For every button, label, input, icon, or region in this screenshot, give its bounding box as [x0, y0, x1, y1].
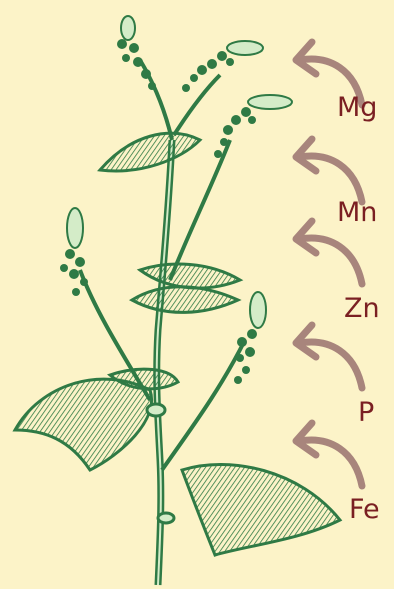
branch-top-right	[174, 75, 220, 135]
nutrient-label-mn: Mn	[337, 199, 377, 226]
arrow-icon	[296, 325, 362, 388]
branch-right-lower	[162, 340, 245, 470]
flower-spike-right-lower	[234, 292, 266, 384]
leaf-middle-upper	[140, 264, 240, 288]
nutrient-label-fe: Fe	[349, 496, 380, 523]
leaf-left-large	[15, 369, 178, 470]
arrow-icon	[296, 139, 362, 202]
flower-spike-top-right	[182, 41, 263, 92]
arrow-icon	[296, 221, 362, 284]
flower-spike-left	[60, 208, 88, 296]
leaf-right-large	[182, 464, 340, 555]
leaf-top	[100, 133, 200, 171]
nutrient-label-p: P	[358, 399, 374, 426]
leaf-middle-lower	[132, 287, 238, 313]
arrow-icon	[296, 423, 362, 486]
branch-right-upper	[170, 140, 230, 280]
nutrient-label-zn: Zn	[344, 295, 380, 322]
nutrient-label-mg: Mg	[337, 94, 377, 121]
